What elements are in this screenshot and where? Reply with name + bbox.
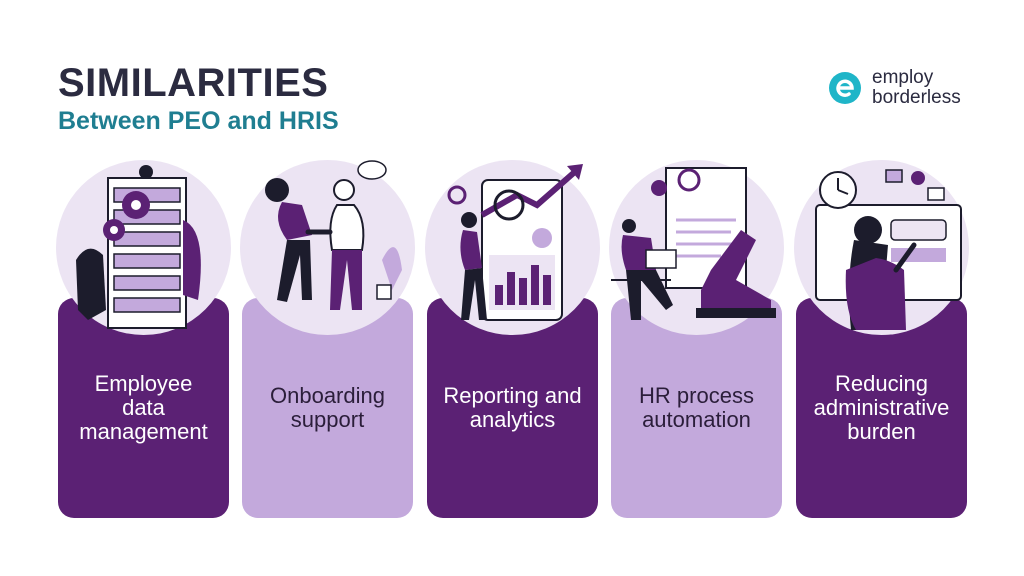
card-label-line: automation	[642, 407, 751, 432]
dashboard-clock-illustration	[815, 169, 962, 330]
card-label-line: Onboarding	[270, 383, 385, 408]
card-reporting: Reporting and analytics	[425, 160, 600, 518]
card-hr-automation: HR process automation	[609, 160, 784, 518]
card-label-line: data	[122, 395, 165, 420]
card-label: Employee data management	[58, 372, 229, 444]
card-label: Reducing administrative burden	[796, 372, 967, 444]
page-subtitle: Between PEO and HRIS	[58, 107, 339, 135]
card-label-line: analytics	[469, 407, 556, 432]
card-label-line: Reducing	[835, 371, 928, 396]
card-employee-data: Employee data management	[56, 160, 231, 518]
card-label-line: burden	[847, 419, 916, 444]
card-label: Reporting and analytics	[427, 384, 598, 432]
logo-text-line1: employ	[872, 67, 934, 88]
page-title: SIMILARITIES	[58, 61, 329, 105]
e-logo-icon	[829, 72, 861, 104]
robot-arm-illustration	[611, 167, 776, 320]
server-gears-illustration	[76, 165, 201, 329]
brand-logo: employ borderless	[828, 68, 961, 108]
analytics-chart-illustration	[447, 164, 583, 321]
logo-text-line2: borderless	[872, 87, 961, 108]
card-label: Onboarding support	[242, 384, 413, 432]
card-label-line: Reporting and	[443, 383, 582, 408]
card-label-line: management	[79, 419, 208, 444]
handshake-illustration	[265, 160, 402, 310]
card-label-line: support	[290, 407, 365, 432]
card-label-line: HR process	[639, 383, 754, 408]
card-label-line: administrative	[813, 395, 950, 420]
card-label-line: Employee	[94, 371, 193, 396]
card-label: HR process automation	[611, 384, 782, 432]
card-reducing-burden: Reducing administrative burden	[794, 160, 969, 518]
card-onboarding: Onboarding support	[240, 160, 415, 518]
